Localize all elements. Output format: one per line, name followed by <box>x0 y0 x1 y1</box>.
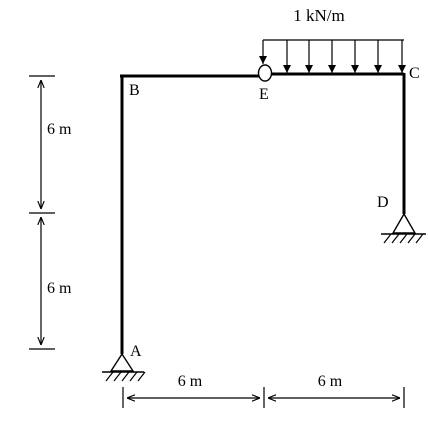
node-label-d: D <box>377 194 389 211</box>
distributed-load <box>259 39 406 73</box>
vertical-dimension <box>29 75 55 350</box>
pin-support-a <box>102 352 146 382</box>
node-label-c: C <box>409 65 420 82</box>
hinge-e <box>257 64 273 82</box>
node-label-b: B <box>129 82 140 99</box>
dim-left-span: 6 m <box>178 373 203 390</box>
pin-support-d <box>381 212 426 244</box>
node-label-a: A <box>130 343 142 360</box>
dim-lower-height: 6 m <box>47 280 72 297</box>
dim-right-span: 6 m <box>318 373 343 390</box>
load-label: 1 kN/m <box>293 6 344 25</box>
dim-upper-height: 6 m <box>47 121 72 138</box>
horizontal-dimension <box>122 387 405 408</box>
node-label-e: E <box>259 86 269 103</box>
